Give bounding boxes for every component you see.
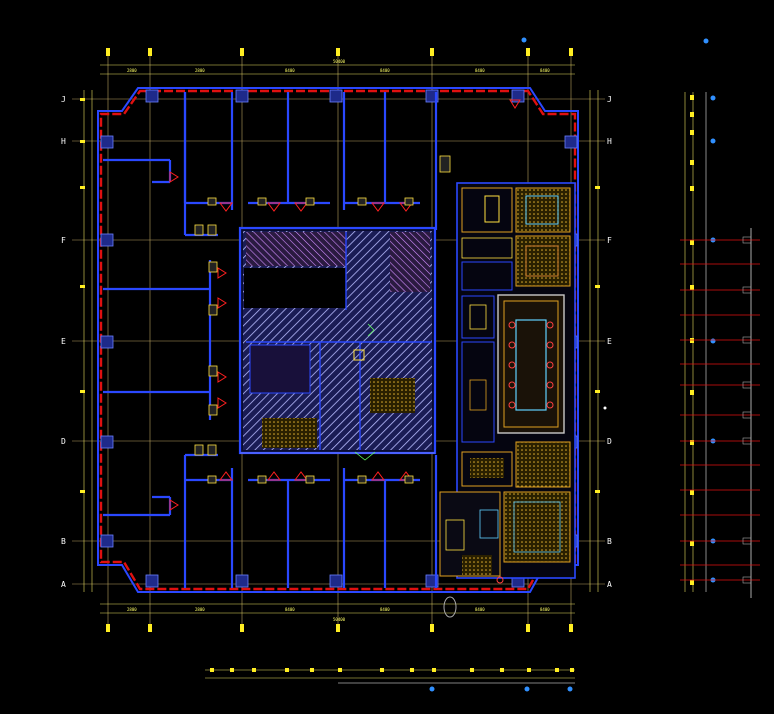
grid-labels-right: J H F E D B A [607,95,612,589]
dim-top-5: 8400 [475,68,485,73]
dim-bottom-5: 8400 [475,607,485,612]
dim-top-6: 8400 [540,68,550,73]
grid-column-markers [80,48,600,632]
grid-labels-left: J H F E D B A [61,95,66,589]
grid-label-d-right: D [607,437,612,446]
grid-label-b-right: B [607,537,612,546]
point-marker [603,406,607,410]
dim-top-1: 2800 [127,68,137,73]
dim-top-total: 50400 [333,59,346,64]
dim-bottom-3: 8400 [285,607,295,612]
dim-top-3: 8400 [285,68,295,73]
building-core [238,226,437,461]
grid-label-j-left: J [61,95,66,104]
grid-label-d-left: D [61,437,66,446]
grid-label-e-right: E [607,337,612,346]
dimension-texts: 2800 2800 8400 8400 8400 8400 50400 2800… [127,59,550,622]
grid-label-e-left: E [61,337,66,346]
dim-top-4: 8400 [380,68,390,73]
grid-label-a-left: A [61,580,66,589]
door-jambs [194,155,451,484]
dim-top-2: 2800 [195,68,205,73]
dim-bottom-1: 2800 [127,607,137,612]
grid-label-h-right: H [607,137,612,146]
grid-label-b-left: B [61,537,66,546]
curtain-wall [97,87,579,593]
executive-suite [439,182,576,584]
grid-label-f-left: F [61,236,66,245]
grid-label-j-right: J [607,95,612,104]
dim-bottom-total: 50400 [333,617,346,622]
grid-label-h-left: H [61,137,66,146]
north-marker-icon [443,596,457,618]
door-markers [169,99,521,511]
dim-bottom-2: 2800 [195,607,205,612]
dim-bottom-4: 8400 [380,607,390,612]
bottom-elevation [205,668,575,684]
side-elevation [680,92,760,598]
grid-label-a-right: A [607,580,612,589]
dim-bottom-6: 8400 [540,607,550,612]
dimension-lines [83,64,599,614]
grid-label-f-right: F [607,236,612,245]
